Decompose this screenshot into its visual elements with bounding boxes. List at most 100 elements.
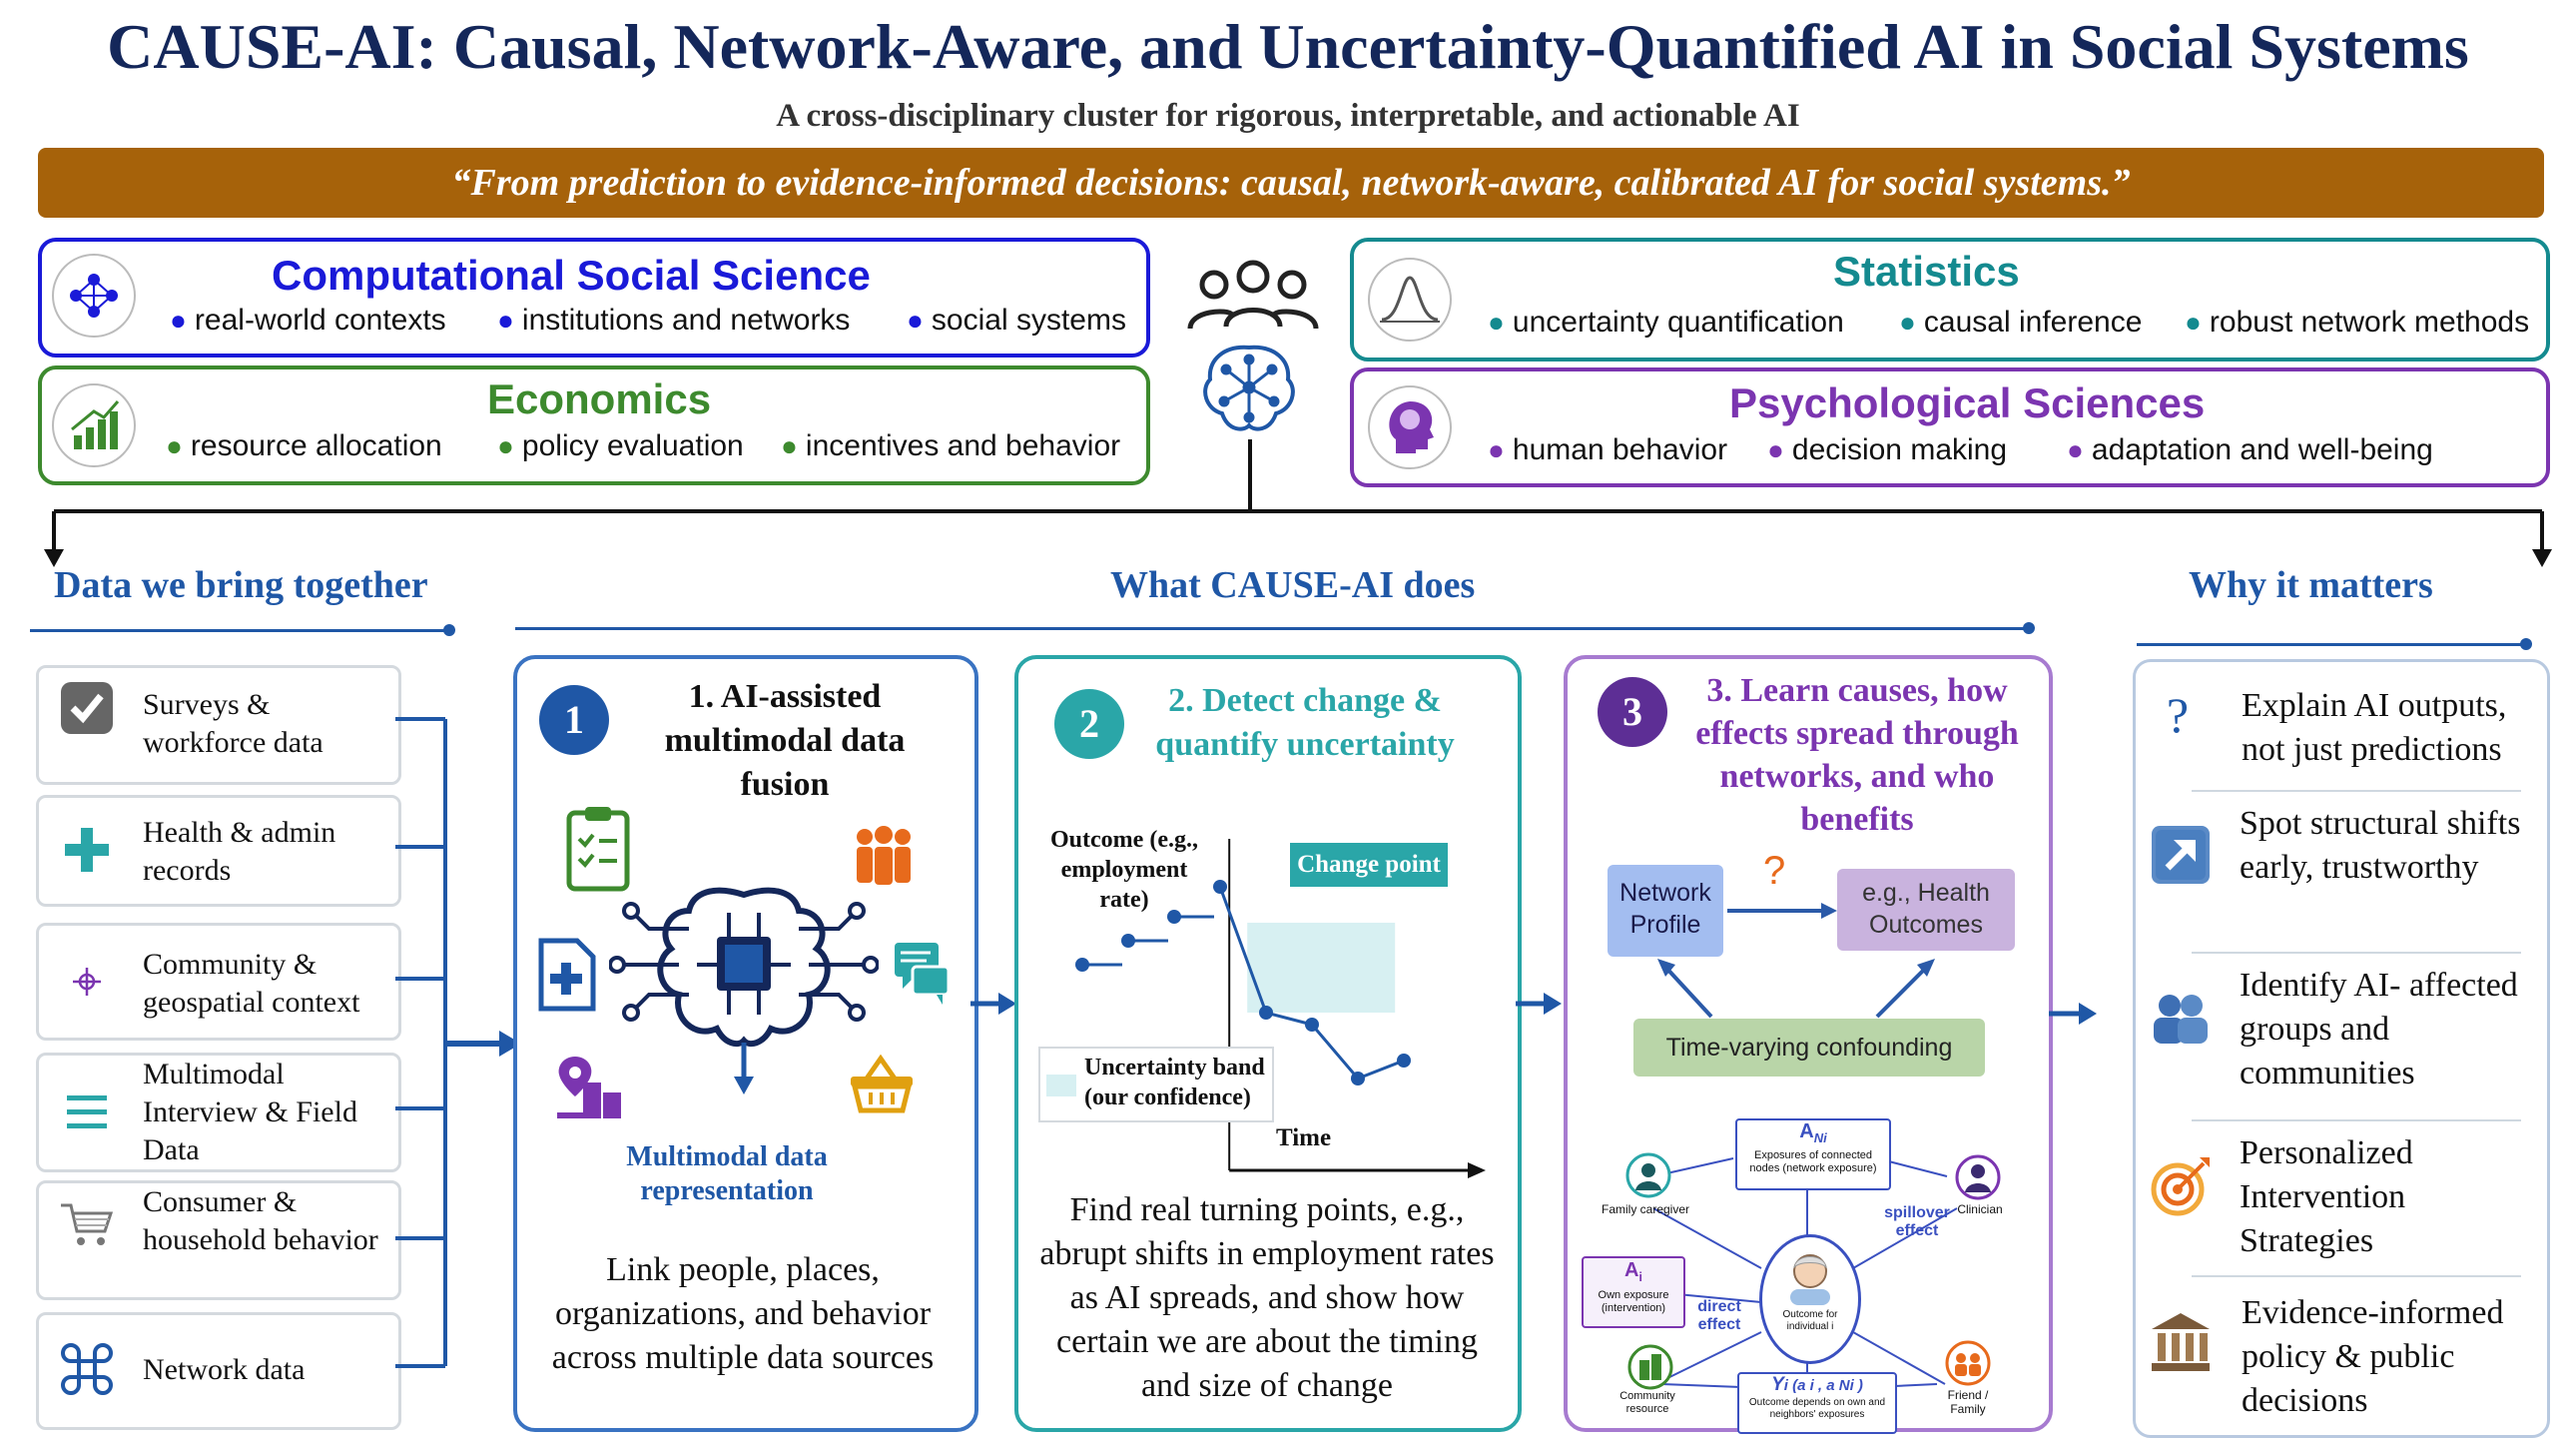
medical-document-icon bbox=[538, 938, 596, 1012]
discipline-bullet: ●institutions and networks bbox=[497, 304, 851, 337]
clinician-label: Clinician bbox=[1957, 1202, 2003, 1216]
panel-description: Find real turning points, e.g., abrupt s… bbox=[1039, 1191, 1495, 1404]
section-underline bbox=[30, 629, 449, 632]
crosshair-icon bbox=[57, 952, 117, 1012]
confounding-node: Time-varying confounding bbox=[1633, 1019, 1985, 1077]
section-underline bbox=[2137, 643, 2526, 646]
representation-label: Multimodal data representation bbox=[626, 1141, 828, 1206]
spillover-label: spillover effect bbox=[1884, 1204, 1950, 1239]
data-source-label: Surveys & workforce data bbox=[143, 688, 323, 759]
uncertainty-legend: Uncertainty band (our confidence) bbox=[1038, 1047, 1274, 1122]
step-number: 1 bbox=[539, 685, 609, 755]
data-source-label: Multimodal Interview & Field Data bbox=[143, 1058, 357, 1166]
why-item: Explain AI outputs, not just predictions bbox=[2242, 687, 2507, 768]
ai-brain-icon bbox=[1203, 345, 1295, 431]
friend-family-icon bbox=[1945, 1340, 1991, 1386]
distribution-arrows bbox=[44, 439, 2552, 567]
why-item: Spot structural shifts early, trustworth… bbox=[2240, 805, 2521, 886]
discipline-statistics: Statistics ●uncertainty quantification ●… bbox=[1350, 238, 2550, 361]
individual-outcome-node: Outcome for individual i bbox=[1759, 1234, 1861, 1364]
data-point bbox=[1397, 1054, 1411, 1068]
section-underline bbox=[515, 627, 2027, 630]
data-source-network: Network data bbox=[36, 1312, 401, 1430]
friend-family-label: Friend / Family bbox=[1947, 1388, 1989, 1416]
discipline-bullet: ●social systems bbox=[907, 304, 1126, 337]
why-separator bbox=[2192, 1119, 2521, 1121]
change-point-label: Change point bbox=[1290, 843, 1448, 887]
why-item: Identify AI- affected groups and communi… bbox=[2240, 967, 2518, 1091]
data-point bbox=[1121, 934, 1135, 948]
data-source-health: Health & admin records bbox=[36, 795, 401, 907]
step-number: 2 bbox=[1054, 689, 1124, 759]
data-point bbox=[1259, 1006, 1273, 1020]
individual-avatar-icon bbox=[1790, 1254, 1830, 1305]
own-exposure-node: Ai Own exposure (intervention) bbox=[1582, 1256, 1685, 1328]
bell-curve-icon bbox=[1368, 258, 1452, 342]
section-underline-dot bbox=[2023, 622, 2035, 634]
legend-label: Uncertainty band (our confidence) bbox=[1084, 1055, 1265, 1110]
neighbor-exposure-node: ANi Exposures of connected nodes (networ… bbox=[1735, 1118, 1891, 1190]
people-group-icon bbox=[1187, 260, 1319, 330]
shopping-cart-icon bbox=[57, 1195, 117, 1255]
bank-icon bbox=[2152, 1313, 2210, 1371]
discipline-title: Economics bbox=[487, 375, 712, 422]
legend-swatch bbox=[1046, 1075, 1076, 1096]
change-point-chart bbox=[1075, 839, 1486, 1178]
flow-arrow bbox=[1516, 993, 1562, 1015]
direct-effect-label: direct effect bbox=[1697, 1298, 1741, 1333]
x-axis-arrow bbox=[1468, 1162, 1486, 1178]
section-underline-dot bbox=[443, 624, 455, 636]
growth-chart-icon bbox=[52, 383, 136, 467]
discipline-bullet: ●uncertainty quantification bbox=[1488, 306, 1844, 339]
discipline-psychological-sciences: Psychological Sciences ●human behavior ●… bbox=[1350, 367, 2550, 487]
data-source-surveys: Surveys & workforce data bbox=[36, 665, 401, 785]
discipline-economics: Economics ●resource allocation ●policy e… bbox=[38, 365, 1150, 485]
discipline-computational-social-science: Computational Social Science ●real-world… bbox=[38, 238, 1150, 358]
flow-arrow bbox=[970, 993, 1016, 1015]
quote-banner: “From prediction to evidence-informed de… bbox=[38, 148, 2544, 218]
discipline-bullet: ●real-world contexts bbox=[170, 304, 446, 337]
community-icon bbox=[1627, 1344, 1673, 1390]
data-point bbox=[1075, 958, 1089, 972]
why-separator bbox=[2192, 790, 2521, 792]
data-point bbox=[1305, 1018, 1319, 1032]
plus-icon bbox=[57, 820, 117, 880]
discipline-bullet: ●resource allocation bbox=[166, 429, 442, 462]
caregiver-label: Family caregiver bbox=[1601, 1202, 1690, 1216]
uncertainty-band bbox=[1247, 923, 1396, 1013]
map-pin-buildings-icon bbox=[557, 1057, 621, 1118]
why-item: Evidence-informed policy & public decisi… bbox=[2242, 1294, 2504, 1419]
network-people-icon bbox=[52, 254, 136, 338]
panel-data-fusion: 1 1. AI-assisted multimodal data fusion bbox=[513, 655, 978, 1432]
checkbox-icon bbox=[57, 678, 117, 738]
data-merge-bracket bbox=[395, 717, 521, 1368]
community-label: Community resource bbox=[1619, 1390, 1675, 1415]
data-point bbox=[1213, 880, 1227, 894]
discipline-bullet: ●human behavior bbox=[1488, 433, 1728, 466]
page-title: CAUSE-AI: Causal, Network-Aware, and Unc… bbox=[107, 11, 2469, 82]
people-icon bbox=[2154, 995, 2208, 1044]
page-subtitle: A cross-disciplinary cluster for rigorou… bbox=[776, 98, 1800, 134]
health-outcomes-node: e.g., Health Outcomes bbox=[1837, 869, 2015, 951]
data-point bbox=[1167, 910, 1181, 924]
network-profile-node: Network Profile bbox=[1608, 865, 1723, 957]
discipline-bullet: ●policy evaluation bbox=[497, 429, 744, 462]
chat-bubble-icon bbox=[895, 943, 951, 1005]
section-heading-why: Why it matters bbox=[2189, 564, 2433, 606]
individual-outcome-label: Outcome for individual i bbox=[1782, 1309, 1838, 1332]
menu-lines-icon bbox=[57, 1082, 117, 1141]
data-point bbox=[1351, 1072, 1365, 1085]
clipboard-icon bbox=[566, 807, 630, 892]
data-source-label: Community & geospatial context bbox=[143, 948, 360, 1019]
data-source-interview: Multimodal Interview & Field Data bbox=[36, 1053, 401, 1172]
neighbor-exposure-desc: Exposures of connected nodes (network ex… bbox=[1749, 1149, 1877, 1174]
dag-arrows bbox=[1657, 903, 1935, 1019]
clinician-icon bbox=[1955, 1154, 2001, 1200]
flow-arrow bbox=[2049, 1003, 2097, 1025]
discipline-bullet: ●causal inference bbox=[1899, 306, 2143, 339]
own-exposure-desc: Own exposure (intervention) bbox=[1598, 1289, 1669, 1314]
why-separator bbox=[2192, 952, 2521, 954]
arrow-up-right-icon bbox=[2152, 826, 2210, 884]
network-effects-diagram: ANi Exposures of connected nodes (networ… bbox=[1578, 1118, 2035, 1434]
target-icon bbox=[2151, 1157, 2210, 1216]
